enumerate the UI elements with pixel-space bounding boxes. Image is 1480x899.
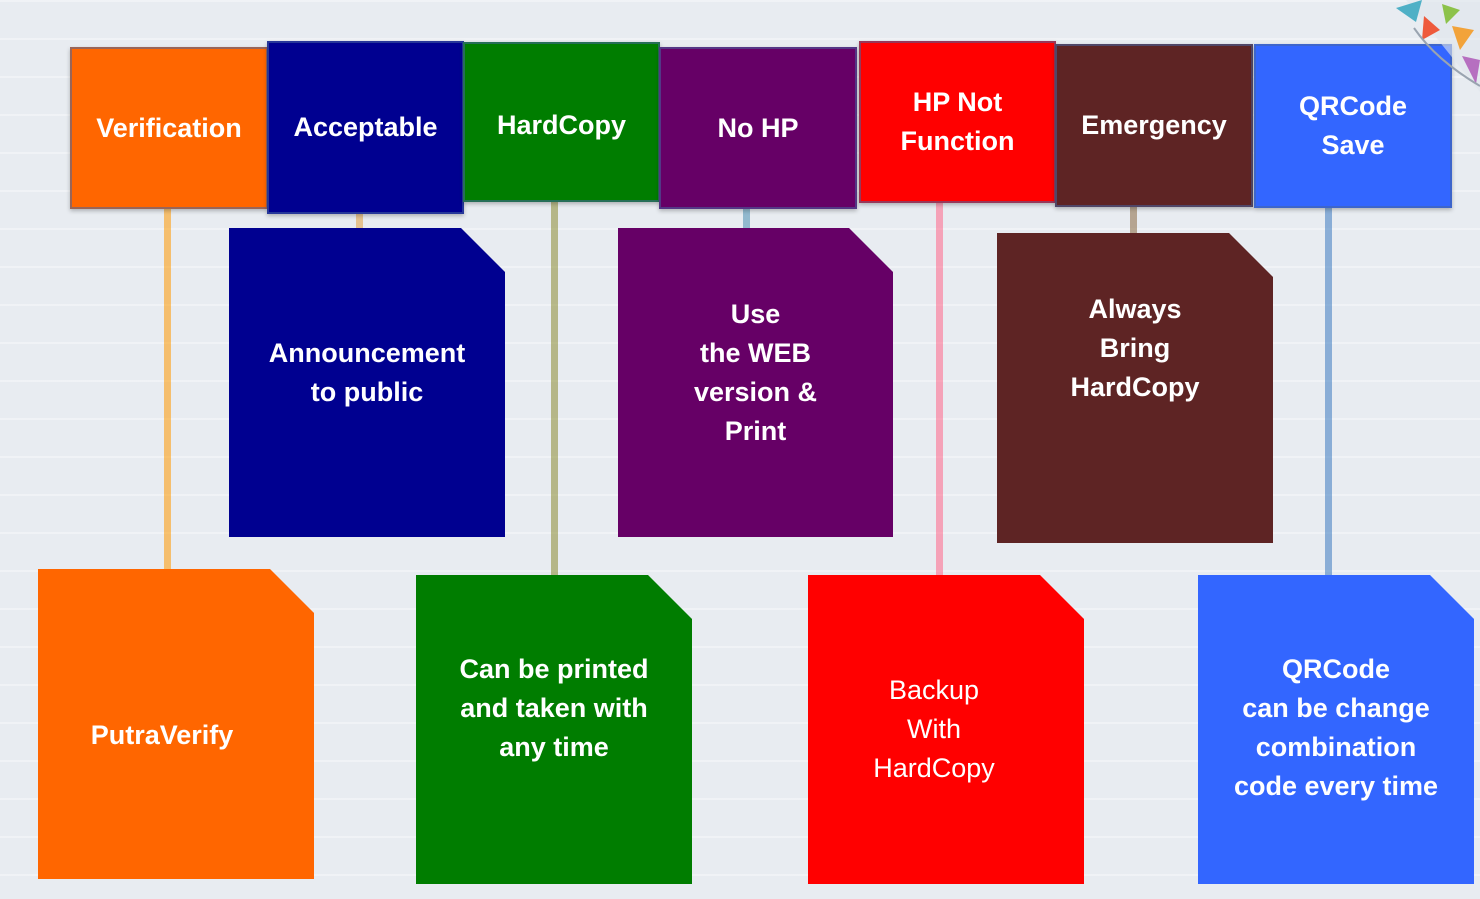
note-use-web-text: Use the WEB version & Print — [693, 298, 818, 446]
header-emergency: Emergency — [1055, 44, 1253, 207]
note-putraverify-text: PutraVerify — [90, 720, 234, 750]
note-putraverify: PutraVerify — [38, 569, 314, 879]
corner-logo-icon — [1396, 0, 1480, 92]
connector-hardcopy — [551, 200, 558, 578]
connector-verification — [164, 208, 171, 572]
note-backup-text: Backup With HardCopy — [873, 675, 995, 783]
note-always-bring: Always Bring HardCopy — [997, 233, 1273, 543]
connector-no-hp — [743, 207, 750, 231]
header-qrcode-save: QRCode Save — [1254, 44, 1452, 208]
connector-acceptable — [356, 210, 363, 232]
note-announcement: Announcement to public — [229, 228, 505, 537]
connector-emergency — [1130, 205, 1137, 235]
connector-hp-not-function — [936, 200, 943, 578]
note-can-be-printed: Can be printed and taken with any time — [416, 575, 692, 884]
note-announcement-text: Announcement to public — [268, 337, 466, 407]
header-hp-not-function: HP Not Function — [859, 41, 1056, 203]
note-use-web: Use the WEB version & Print — [618, 228, 893, 537]
note-qrcode-change: QRCode can be change combination code ev… — [1198, 575, 1474, 884]
header-verification: Verification — [70, 47, 268, 209]
header-hardcopy: HardCopy — [463, 42, 660, 202]
header-no-hp: No HP — [659, 47, 857, 209]
note-can-be-printed-text: Can be printed and taken with any time — [459, 654, 649, 762]
note-backup: Backup With HardCopy — [808, 575, 1084, 884]
note-always-bring-text: Always Bring HardCopy — [1070, 293, 1200, 402]
header-acceptable: Acceptable — [267, 41, 464, 214]
note-qrcode-change-text: QRCode can be change combination code ev… — [1233, 653, 1439, 801]
connector-qrcode — [1325, 206, 1332, 578]
